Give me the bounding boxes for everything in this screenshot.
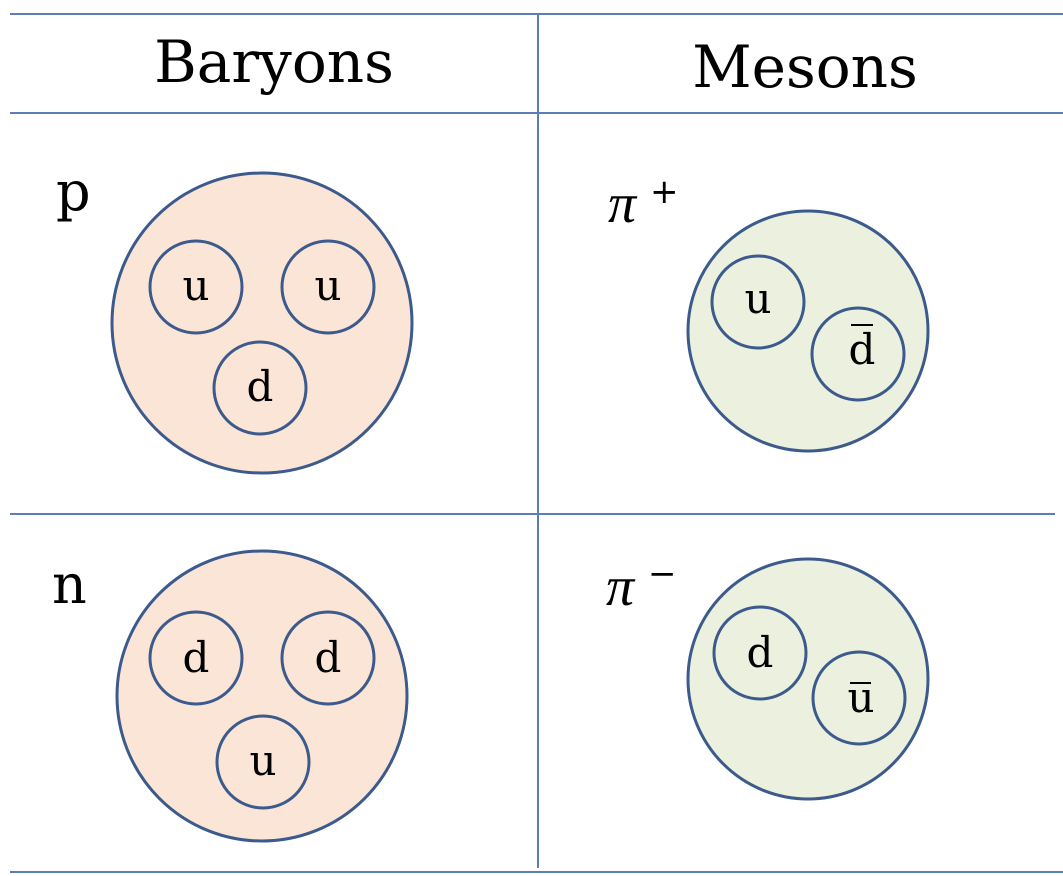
proton-quark-3-label: d — [247, 362, 274, 411]
pi-plus-antiquark-circle — [810, 306, 906, 402]
proton-quark-1-label: u — [182, 261, 209, 310]
neutron-label: n — [52, 553, 87, 616]
proton-quark-2-label: u — [314, 261, 341, 310]
pi-minus-quark-circle — [712, 605, 808, 701]
pi-plus-charge: + — [650, 172, 679, 212]
neutron-quark-2-label: d — [315, 633, 342, 682]
header-mesons: Mesons — [692, 33, 918, 101]
proton-quark-2-circle — [280, 239, 376, 335]
neutron-quark-3-label: u — [249, 736, 276, 785]
header-baryons: Baryons — [154, 28, 394, 96]
pi-minus-antiquark-circle — [811, 650, 907, 746]
neutron-quark-1-label: d — [183, 633, 210, 682]
neutron-quark-2-circle — [280, 610, 376, 706]
proton-label: p — [56, 160, 91, 223]
pi-plus-circle — [686, 209, 930, 453]
neutron-group: n d d u — [52, 549, 409, 843]
proton-group: p u u d — [56, 160, 414, 475]
pi-minus-circle — [686, 557, 930, 801]
proton-quark-1-circle — [148, 239, 244, 335]
proton-quark-3-circle — [212, 340, 308, 436]
pi-plus-antiquark-label: d — [849, 325, 876, 374]
pi-minus-charge: − — [648, 554, 677, 594]
pi-minus-quark-label: d — [747, 628, 774, 677]
neutron-quark-1-circle — [148, 610, 244, 706]
neutron-circle — [115, 549, 409, 843]
pi-minus-symbol: π — [606, 556, 636, 618]
neutron-quark-3-circle — [215, 714, 311, 810]
proton-circle — [110, 171, 414, 475]
pi-plus-group: π + u d — [608, 172, 930, 453]
pi-minus-antiquark-label: u — [847, 673, 874, 722]
pi-plus-quark-circle — [710, 254, 806, 350]
pi-plus-quark-label: u — [744, 274, 771, 323]
pi-plus-symbol: π — [608, 173, 638, 235]
pi-minus-group: π − d u — [606, 554, 930, 801]
